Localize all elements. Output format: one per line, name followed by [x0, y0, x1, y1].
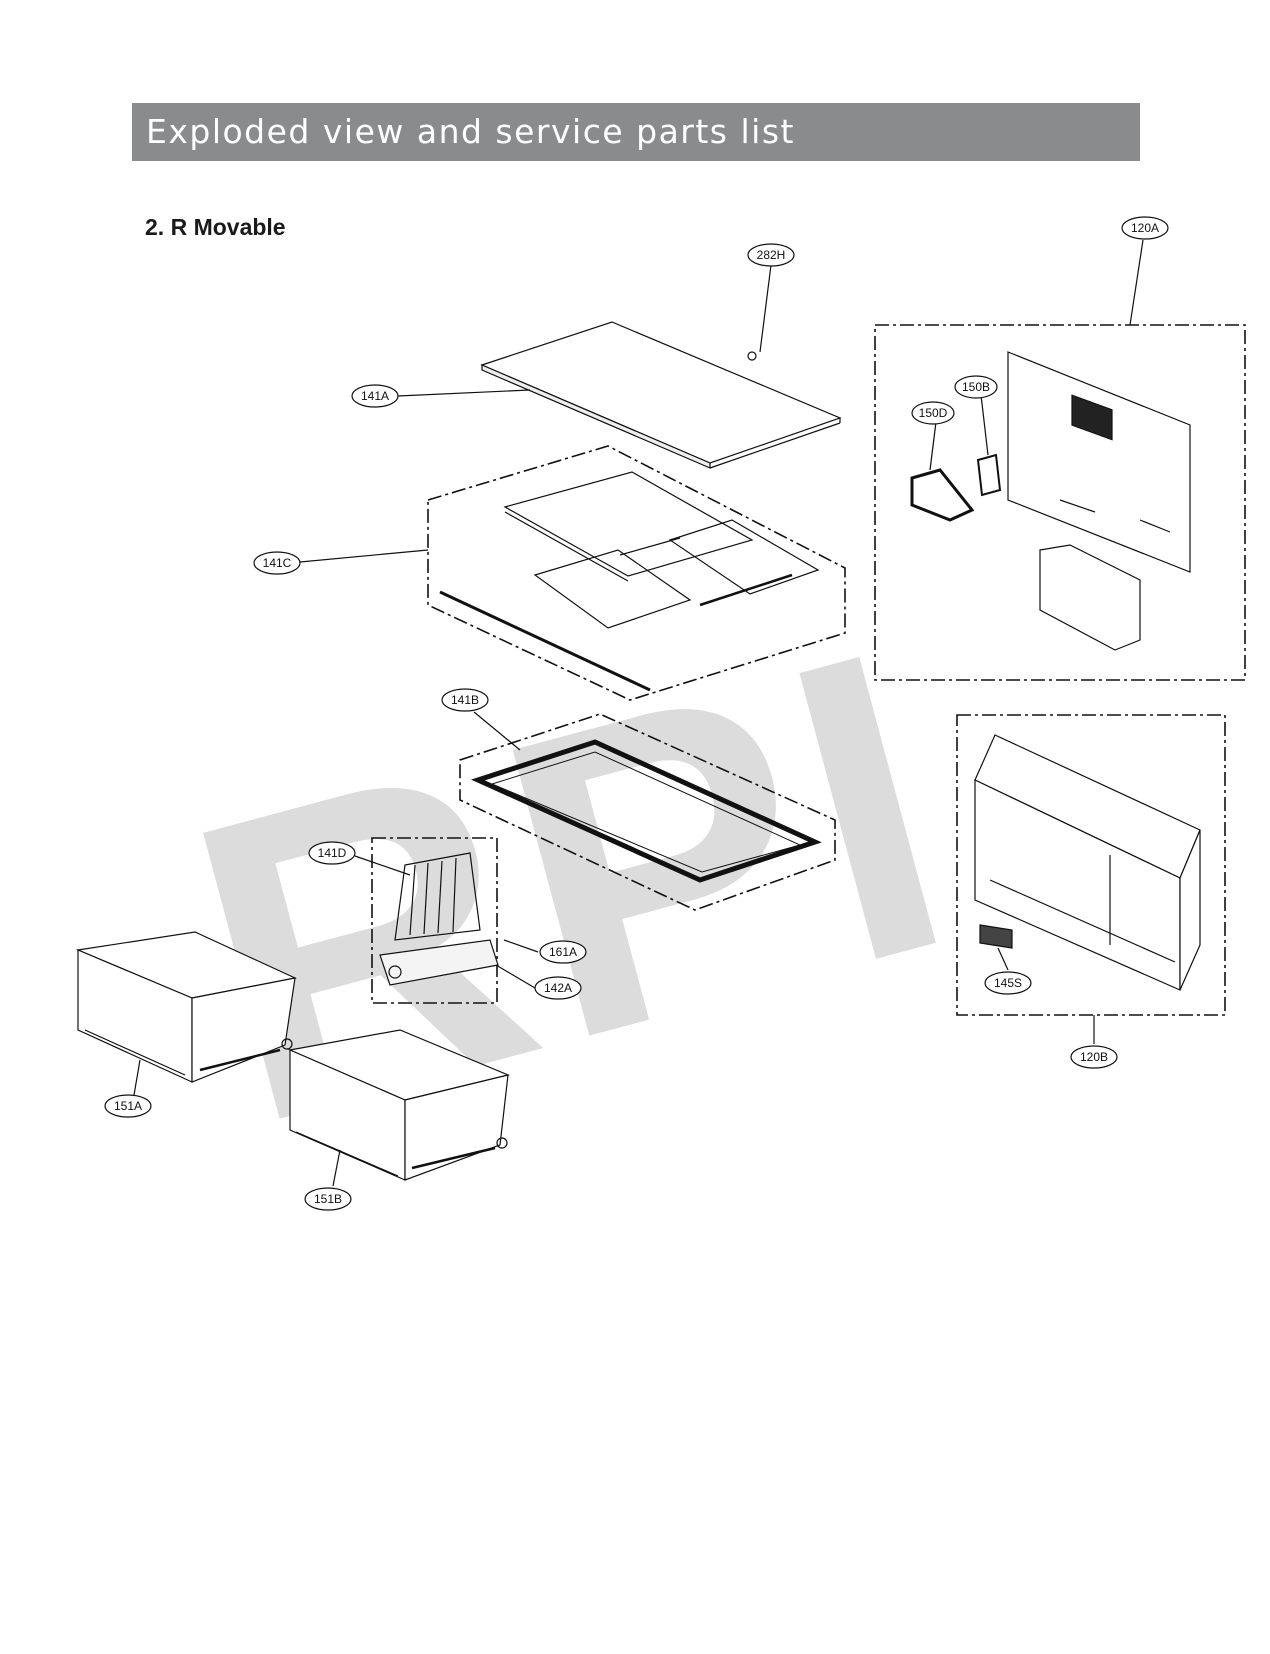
- part-141B-group-box: [459, 713, 836, 911]
- header-bar: Exploded view and service parts list: [132, 103, 1140, 161]
- callout-141B[interactable]: 141B: [441, 688, 489, 712]
- callout-151B[interactable]: 151B: [304, 1187, 352, 1211]
- part-150D-filter: [910, 468, 975, 522]
- part-141D-group-box: [371, 837, 498, 1004]
- callout-151A[interactable]: 151A: [104, 1094, 152, 1118]
- page-title: Exploded view and service parts list: [146, 112, 795, 151]
- svg-text:141B: 141B: [451, 693, 479, 707]
- part-151A-crisper-drawer: [75, 931, 297, 1083]
- part-120A-group-box: [874, 324, 1246, 681]
- watermark: RPI: [151, 558, 997, 1215]
- part-151B-crisper-drawer: [287, 1029, 510, 1181]
- svg-text:141A: 141A: [361, 389, 389, 403]
- part-150B-filter: [976, 453, 1002, 497]
- callout-161A[interactable]: 161A: [539, 940, 587, 964]
- callout-120B[interactable]: 120B: [1070, 1045, 1118, 1069]
- part-120A-cover: [1007, 351, 1191, 651]
- part-callouts: 282H 141A 141C 141B 141D 161A 142A 151A …: [104, 216, 1169, 1211]
- section-title: 2. R Movable: [145, 214, 286, 240]
- callout-120A[interactable]: 120A: [1121, 216, 1169, 240]
- callout-141C[interactable]: 141C: [253, 551, 301, 575]
- svg-text:145S: 145S: [994, 976, 1022, 990]
- callout-141A[interactable]: 141A: [351, 384, 399, 408]
- svg-text:161A: 161A: [549, 945, 577, 959]
- svg-text:141C: 141C: [263, 556, 292, 570]
- svg-text:120B: 120B: [1080, 1050, 1108, 1064]
- callout-145S[interactable]: 145S: [984, 971, 1032, 995]
- svg-text:142A: 142A: [544, 981, 572, 995]
- callout-142A[interactable]: 142A: [534, 976, 582, 1000]
- part-120B-group-box: [956, 714, 1226, 1016]
- part-141A-shelf-glass: [480, 321, 842, 469]
- part-141C-group-box: [427, 445, 846, 701]
- svg-text:120A: 120A: [1131, 221, 1159, 235]
- svg-text:151B: 151B: [314, 1192, 342, 1206]
- part-282H-cap: [747, 351, 757, 361]
- svg-text:150D: 150D: [919, 406, 948, 420]
- part-120B-cover: [974, 734, 1201, 991]
- callout-141D[interactable]: 141D: [308, 841, 356, 865]
- svg-text:150B: 150B: [962, 380, 990, 394]
- part-145S-vent: [979, 924, 1013, 949]
- part-141C-shelf-frame: [439, 471, 820, 692]
- callout-150D[interactable]: 150D: [911, 401, 955, 425]
- callout-282H[interactable]: 282H: [747, 243, 795, 267]
- callout-150B[interactable]: 150B: [954, 375, 998, 399]
- svg-text:282H: 282H: [757, 248, 786, 262]
- part-141B-shelf-glass: [471, 739, 822, 883]
- svg-text:151A: 151A: [114, 1099, 142, 1113]
- svg-text:141D: 141D: [318, 846, 347, 860]
- part-141D-divider: [379, 852, 499, 986]
